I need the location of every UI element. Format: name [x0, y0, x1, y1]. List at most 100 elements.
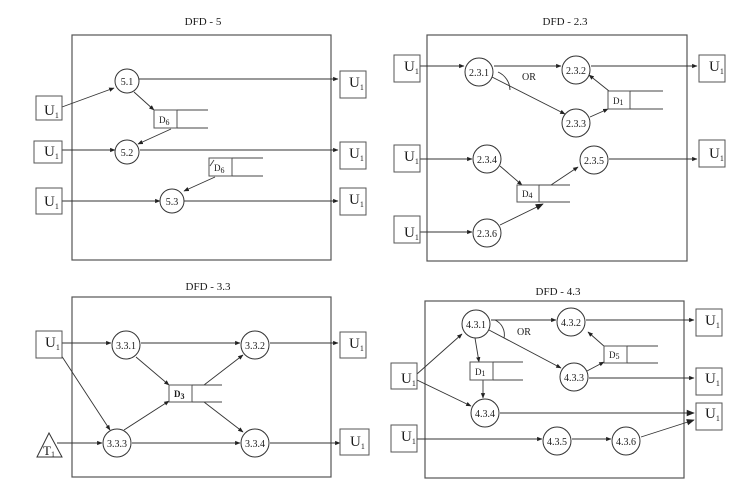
data-store: D1 — [607, 90, 663, 110]
svg-text:D1: D1 — [613, 96, 624, 107]
svg-text:U1: U1 — [705, 406, 720, 423]
flow-arrow — [416, 379, 472, 407]
process-node: 3.3.1 — [111, 330, 141, 360]
diagram-frame — [71, 34, 332, 261]
or-arc — [497, 71, 511, 91]
flow-arrow — [61, 87, 115, 108]
process-node: 2.3.6 — [472, 218, 502, 248]
svg-text:D3: D3 — [174, 389, 185, 401]
or-label: OR — [517, 327, 531, 338]
svg-text:U1: U1 — [404, 149, 419, 166]
svg-text:U1: U1 — [349, 146, 364, 163]
svg-text:U1: U1 — [709, 146, 724, 163]
diagram-frame — [71, 296, 332, 478]
svg-text:D6: D6 — [159, 115, 170, 127]
svg-text:D6: D6 — [214, 163, 225, 175]
svg-text:3.3.4: 3.3.4 — [245, 439, 265, 450]
flow-arrow — [60, 354, 111, 431]
flow-arrow — [203, 354, 244, 386]
data-store: D6 — [153, 109, 208, 129]
svg-text:5.2: 5.2 — [121, 148, 134, 159]
external-entity: U1 — [339, 428, 370, 456]
flow-arrow — [491, 76, 566, 115]
diagram-frame — [426, 34, 688, 262]
process-node: 2.3.5 — [579, 145, 609, 175]
external-entity: U1 — [339, 141, 367, 170]
svg-text:U1: U1 — [45, 335, 60, 352]
svg-text:2.3.4: 2.3.4 — [477, 155, 497, 166]
flow-arrow — [499, 165, 523, 186]
svg-text:U1: U1 — [44, 103, 59, 120]
svg-text:2.3.3: 2.3.3 — [566, 119, 586, 130]
external-entity: U1 — [698, 139, 726, 168]
svg-text:5.3: 5.3 — [166, 197, 179, 208]
svg-text:T1: T1 — [43, 443, 55, 459]
diagram-title: DFD - 2.3 — [543, 16, 588, 28]
external-entity: U1 — [393, 54, 421, 83]
svg-text:U1: U1 — [401, 371, 416, 388]
diagram-frame — [424, 300, 685, 479]
diagram-title: DFD - 4.3 — [536, 286, 581, 298]
diagram-dfd-5: DFD - 5 U1 U1 U1 U1 U1 — [33, 16, 367, 261]
process-node: 4.3.4 — [470, 398, 500, 428]
flow-arrow — [474, 337, 481, 363]
svg-text:4.3.3: 4.3.3 — [564, 373, 584, 384]
data-store: D6 — [208, 157, 263, 177]
diagram-dfd-3-3: DFD - 3.3 U1 U1 U1 T1 — [35, 281, 370, 478]
flow-arrow — [135, 356, 170, 386]
svg-text:4.3.1: 4.3.1 — [466, 320, 486, 331]
flow-arrow — [183, 176, 216, 192]
svg-text:U1: U1 — [401, 429, 416, 446]
data-store: D1 — [469, 361, 523, 381]
svg-text:3.3.2: 3.3.2 — [245, 341, 265, 352]
process-node: 4.3.3 — [559, 362, 589, 392]
svg-text:2.3.1: 2.3.1 — [469, 68, 489, 79]
external-entity: U1 — [339, 70, 367, 99]
flow-arrow — [133, 91, 155, 111]
external-entity: U1 — [698, 54, 726, 83]
process-node: 3.3.3 — [102, 428, 132, 458]
process-node: 4.3.6 — [611, 426, 641, 456]
flow-arrow — [203, 401, 244, 433]
svg-text:U1: U1 — [44, 144, 59, 161]
flow-arrow — [416, 333, 463, 375]
external-entity: U1 — [390, 424, 418, 453]
external-entity: U1 — [393, 144, 421, 173]
svg-text:U1: U1 — [709, 59, 724, 76]
process-node: 3.3.2 — [240, 330, 270, 360]
svg-text:2.3.2: 2.3.2 — [566, 66, 586, 77]
flow-arrow — [587, 331, 606, 348]
svg-text:U1: U1 — [349, 75, 364, 92]
flow-arrow — [123, 400, 170, 431]
process-node: 2.3.1 — [464, 57, 494, 87]
flow-arrow — [586, 361, 605, 372]
diagram-title: DFD - 3.3 — [186, 281, 231, 293]
external-entity: U1 — [695, 402, 723, 431]
svg-text:4.3.4: 4.3.4 — [475, 409, 495, 420]
process-node: 2.3.2 — [561, 55, 591, 85]
svg-text:U1: U1 — [404, 59, 419, 76]
svg-text:D5: D5 — [609, 350, 620, 361]
external-entity: U1 — [339, 331, 367, 359]
svg-text:U1: U1 — [349, 336, 364, 353]
process-node: 2.3.3 — [561, 108, 591, 138]
or-label: OR — [522, 72, 536, 83]
svg-text:D1: D1 — [475, 367, 486, 378]
flow-arrow — [499, 203, 544, 226]
data-store: D4 — [516, 184, 570, 203]
flow-arrow — [550, 166, 579, 186]
process-node: 5.1 — [114, 68, 140, 94]
flow-arrow — [137, 128, 172, 145]
external-entity: U1 — [35, 187, 63, 215]
svg-text:U1: U1 — [705, 371, 720, 388]
process-node: 5.3 — [159, 188, 185, 214]
external-entity: U1 — [695, 367, 723, 396]
process-node: 4.3.1 — [461, 309, 491, 339]
svg-text:U1: U1 — [350, 434, 365, 451]
external-entity: U1 — [35, 95, 63, 121]
data-store: D3 — [168, 384, 222, 403]
process-node: 3.3.4 — [240, 428, 270, 458]
svg-text:U1: U1 — [705, 313, 720, 330]
external-entity: U1 — [339, 187, 367, 216]
process-node: 4.3.5 — [542, 426, 572, 456]
